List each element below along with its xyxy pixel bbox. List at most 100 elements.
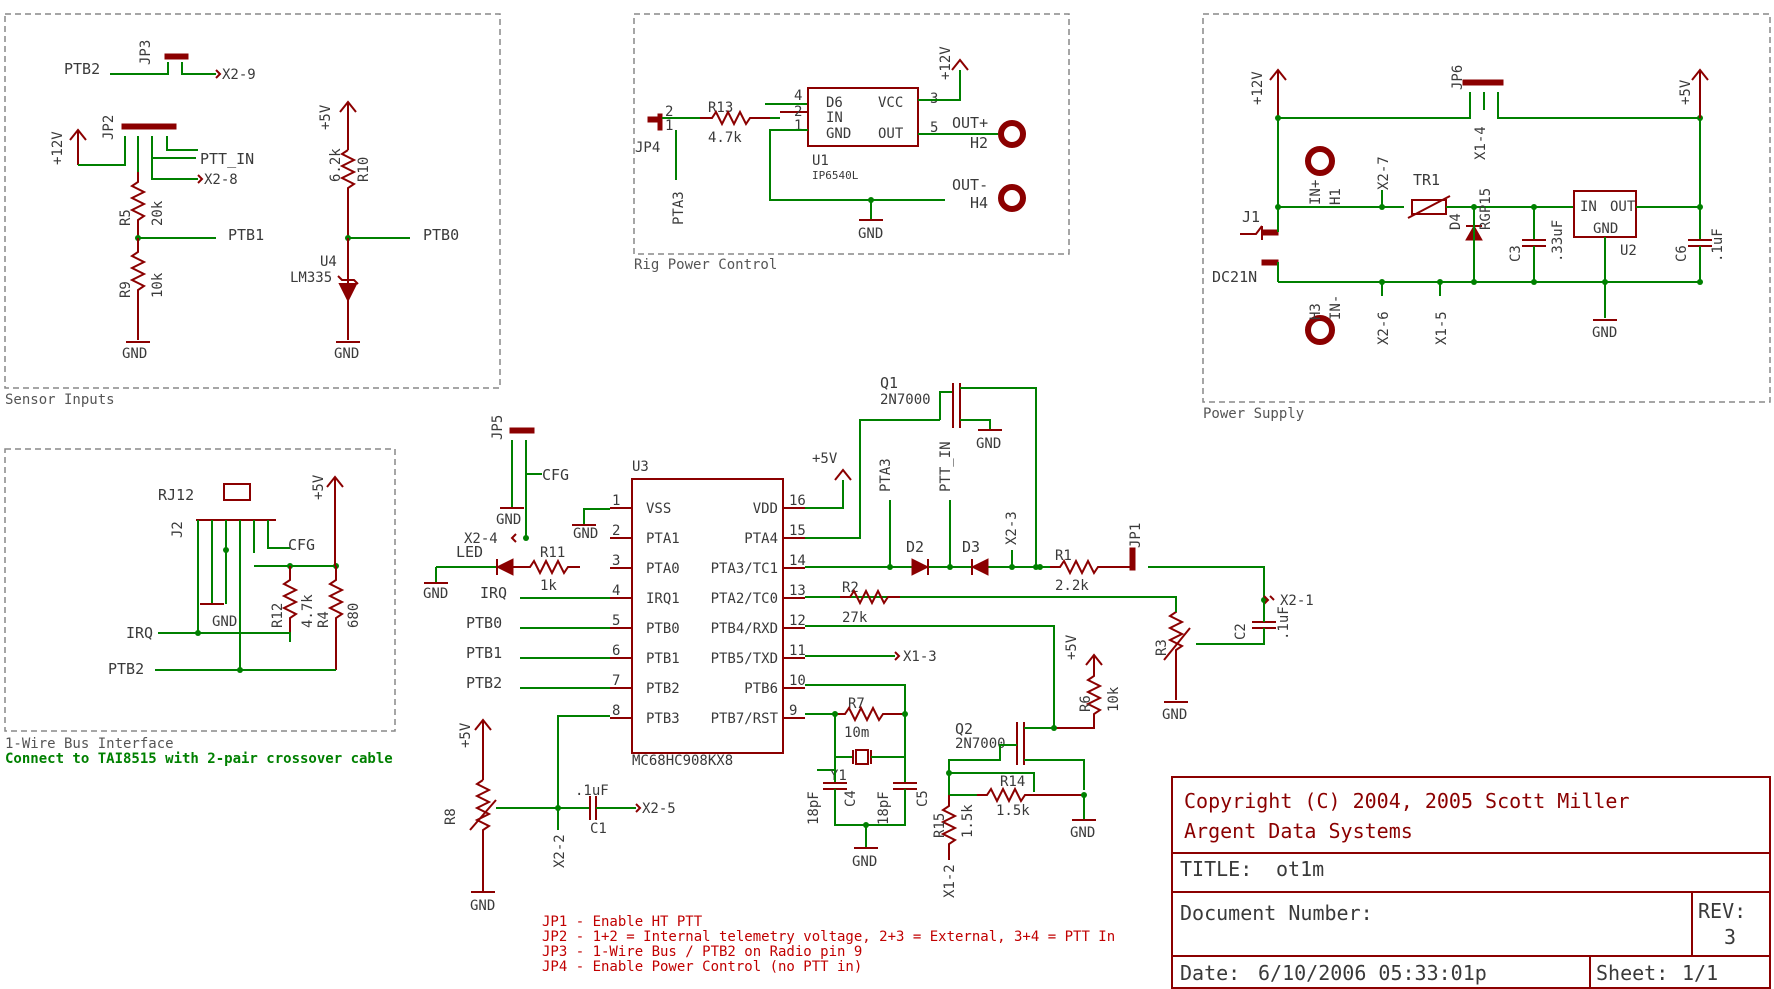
irq-label-wire: IRQ [126, 624, 153, 642]
rig-power-control: JP4 2 1 PTA3 R13 4.7k 4 2 1 D6 IN GND VC… [635, 46, 1026, 242]
one-wire-interface: RJ12 J2 IRQ GND CFG +5V R12 4.7k R4 680 … [108, 474, 362, 678]
p12v-label-ps: +12V [1250, 71, 1266, 105]
x1-5-label: X1-5 [1434, 311, 1450, 345]
led-label: LED [456, 543, 483, 561]
doc-number-label: Document Number: [1180, 901, 1373, 925]
copyright-text: Copyright (C) 2004, 2005 Scott Miller [1184, 789, 1630, 813]
d4-value: RGP15 [1478, 188, 1494, 230]
u1-label: U1 [812, 153, 829, 169]
c2-label: C2 [1233, 623, 1249, 640]
r5-label: R5 [118, 209, 134, 226]
p12v-label-rig: +12V [938, 46, 954, 80]
u3-pin-num: 9 [789, 703, 797, 719]
u1-pin5: 5 [930, 120, 938, 136]
r3-label: R3 [1154, 639, 1170, 656]
p5v-label-r10: +5V [318, 104, 334, 130]
u2-out: OUT [1610, 199, 1636, 215]
x2-7-label: X2-7 [1376, 156, 1392, 190]
r4-label: R4 [316, 611, 332, 628]
u3-pin-name: PTA2/TC0 [711, 591, 778, 607]
d3-label: D3 [962, 538, 980, 556]
j1-value: DC21N [1212, 268, 1257, 286]
u3-body [631, 478, 784, 754]
ptt-in-label-jp2: PTT_IN [200, 150, 254, 168]
tr1-label: TR1 [1413, 171, 1440, 189]
jp4-pin1: 1 [665, 118, 673, 134]
one-wire-box [4, 448, 396, 732]
pta3-label-rig: PTA3 [671, 191, 687, 225]
c1-value: .1uF [575, 783, 609, 799]
date-label: Date: [1180, 961, 1240, 985]
c3-label: C3 [1508, 245, 1524, 262]
r1-label: R1 [1055, 548, 1072, 564]
p5v-label-wire: +5V [311, 474, 327, 500]
r8-label: R8 [443, 808, 459, 825]
u3-pin-num: 12 [789, 613, 806, 629]
u3-pin-name: PTA0 [646, 561, 680, 577]
one-wire-note: Connect to TAI8515 with 2-pair crossover… [5, 751, 393, 767]
r5-value: 20k [150, 200, 166, 226]
c6-value: .1uF [1710, 228, 1726, 262]
jp4-pin2: 2 [665, 104, 673, 120]
rev-value: 3 [1724, 925, 1736, 949]
u3-pin-name: PTB3 [646, 711, 680, 727]
h2-label: H2 [970, 134, 988, 152]
q1-label: Q1 [880, 374, 898, 392]
r1-value: 2.2k [1055, 578, 1089, 594]
c1-label: C1 [590, 821, 607, 837]
x2-9-label: X2-9 [222, 67, 256, 83]
ptb0-label-sensor: PTB0 [423, 226, 459, 244]
c3-value: .33uF [1550, 220, 1566, 262]
y1-label: Y1 [830, 768, 847, 784]
rev-label: REV: [1698, 899, 1746, 923]
u3-pin-name: PTA3/TC1 [711, 561, 778, 577]
in-minus-label: IN- [1328, 295, 1344, 320]
ptt-in-label-main: PTT_IN [938, 441, 954, 492]
ptb0-label-main: PTB0 [466, 614, 502, 632]
irq-label-main: IRQ [480, 584, 507, 602]
h1-label: H1 [1328, 188, 1344, 205]
title-label: TITLE: [1180, 857, 1252, 881]
p12v-label-jp2: +12V [50, 131, 66, 165]
gnd-label-q2: GND [1070, 825, 1095, 841]
ptb2-label-main: PTB2 [466, 674, 502, 692]
u3-pin-num: 16 [789, 493, 806, 509]
u3-pin-num: 4 [612, 583, 620, 599]
u3-pin-name: PTB4/RXD [711, 621, 778, 637]
gnd-label-xtal: GND [852, 854, 877, 870]
gnd-label-q1: GND [976, 436, 1001, 452]
cfg-label-wire: CFG [288, 536, 315, 554]
u3-pin-name: PTB2 [646, 681, 680, 697]
u3-pin-num: 10 [789, 673, 806, 689]
u1-value: IP6540L [812, 169, 859, 182]
gnd-label-r8: GND [470, 898, 495, 914]
gnd-label-rig: GND [858, 226, 883, 242]
u3-pin-num: 7 [612, 673, 620, 689]
u2-in: IN [1580, 199, 1597, 215]
u3-pin-name: PTB5/TXD [711, 651, 778, 667]
jp5-label: JP5 [490, 415, 506, 440]
u1-gnd: GND [826, 126, 851, 142]
gnd-label-u4: GND [334, 346, 359, 362]
u3-pin-num: 3 [612, 553, 620, 569]
gnd-label-jp5: GND [496, 512, 521, 528]
section-label-power: Power Supply [1203, 406, 1304, 422]
gnd-label-vss: GND [573, 526, 598, 542]
u2-label: U2 [1620, 243, 1637, 259]
r10-value: 6.2k [328, 148, 344, 182]
u3-pin-num: 5 [612, 613, 620, 629]
h3-label: H3 [1308, 303, 1324, 320]
gnd-label-ps: GND [1592, 325, 1617, 341]
u2-gnd: GND [1593, 221, 1618, 237]
out-plus-label: OUT+ [952, 114, 988, 132]
jp3-label: JP3 [138, 40, 154, 65]
u1-pin2: 2 [794, 104, 802, 120]
r6-value: 10k [1106, 686, 1122, 712]
u3-value: MC68HC908KX8 [632, 753, 733, 769]
note-jp4: JP4 - Enable Power Control (no PTT in) [542, 959, 862, 975]
rig-power-box [633, 13, 1070, 255]
r6-label: R6 [1078, 695, 1094, 712]
u3-pin-num: 11 [789, 643, 806, 659]
r9-label: R9 [118, 281, 134, 298]
